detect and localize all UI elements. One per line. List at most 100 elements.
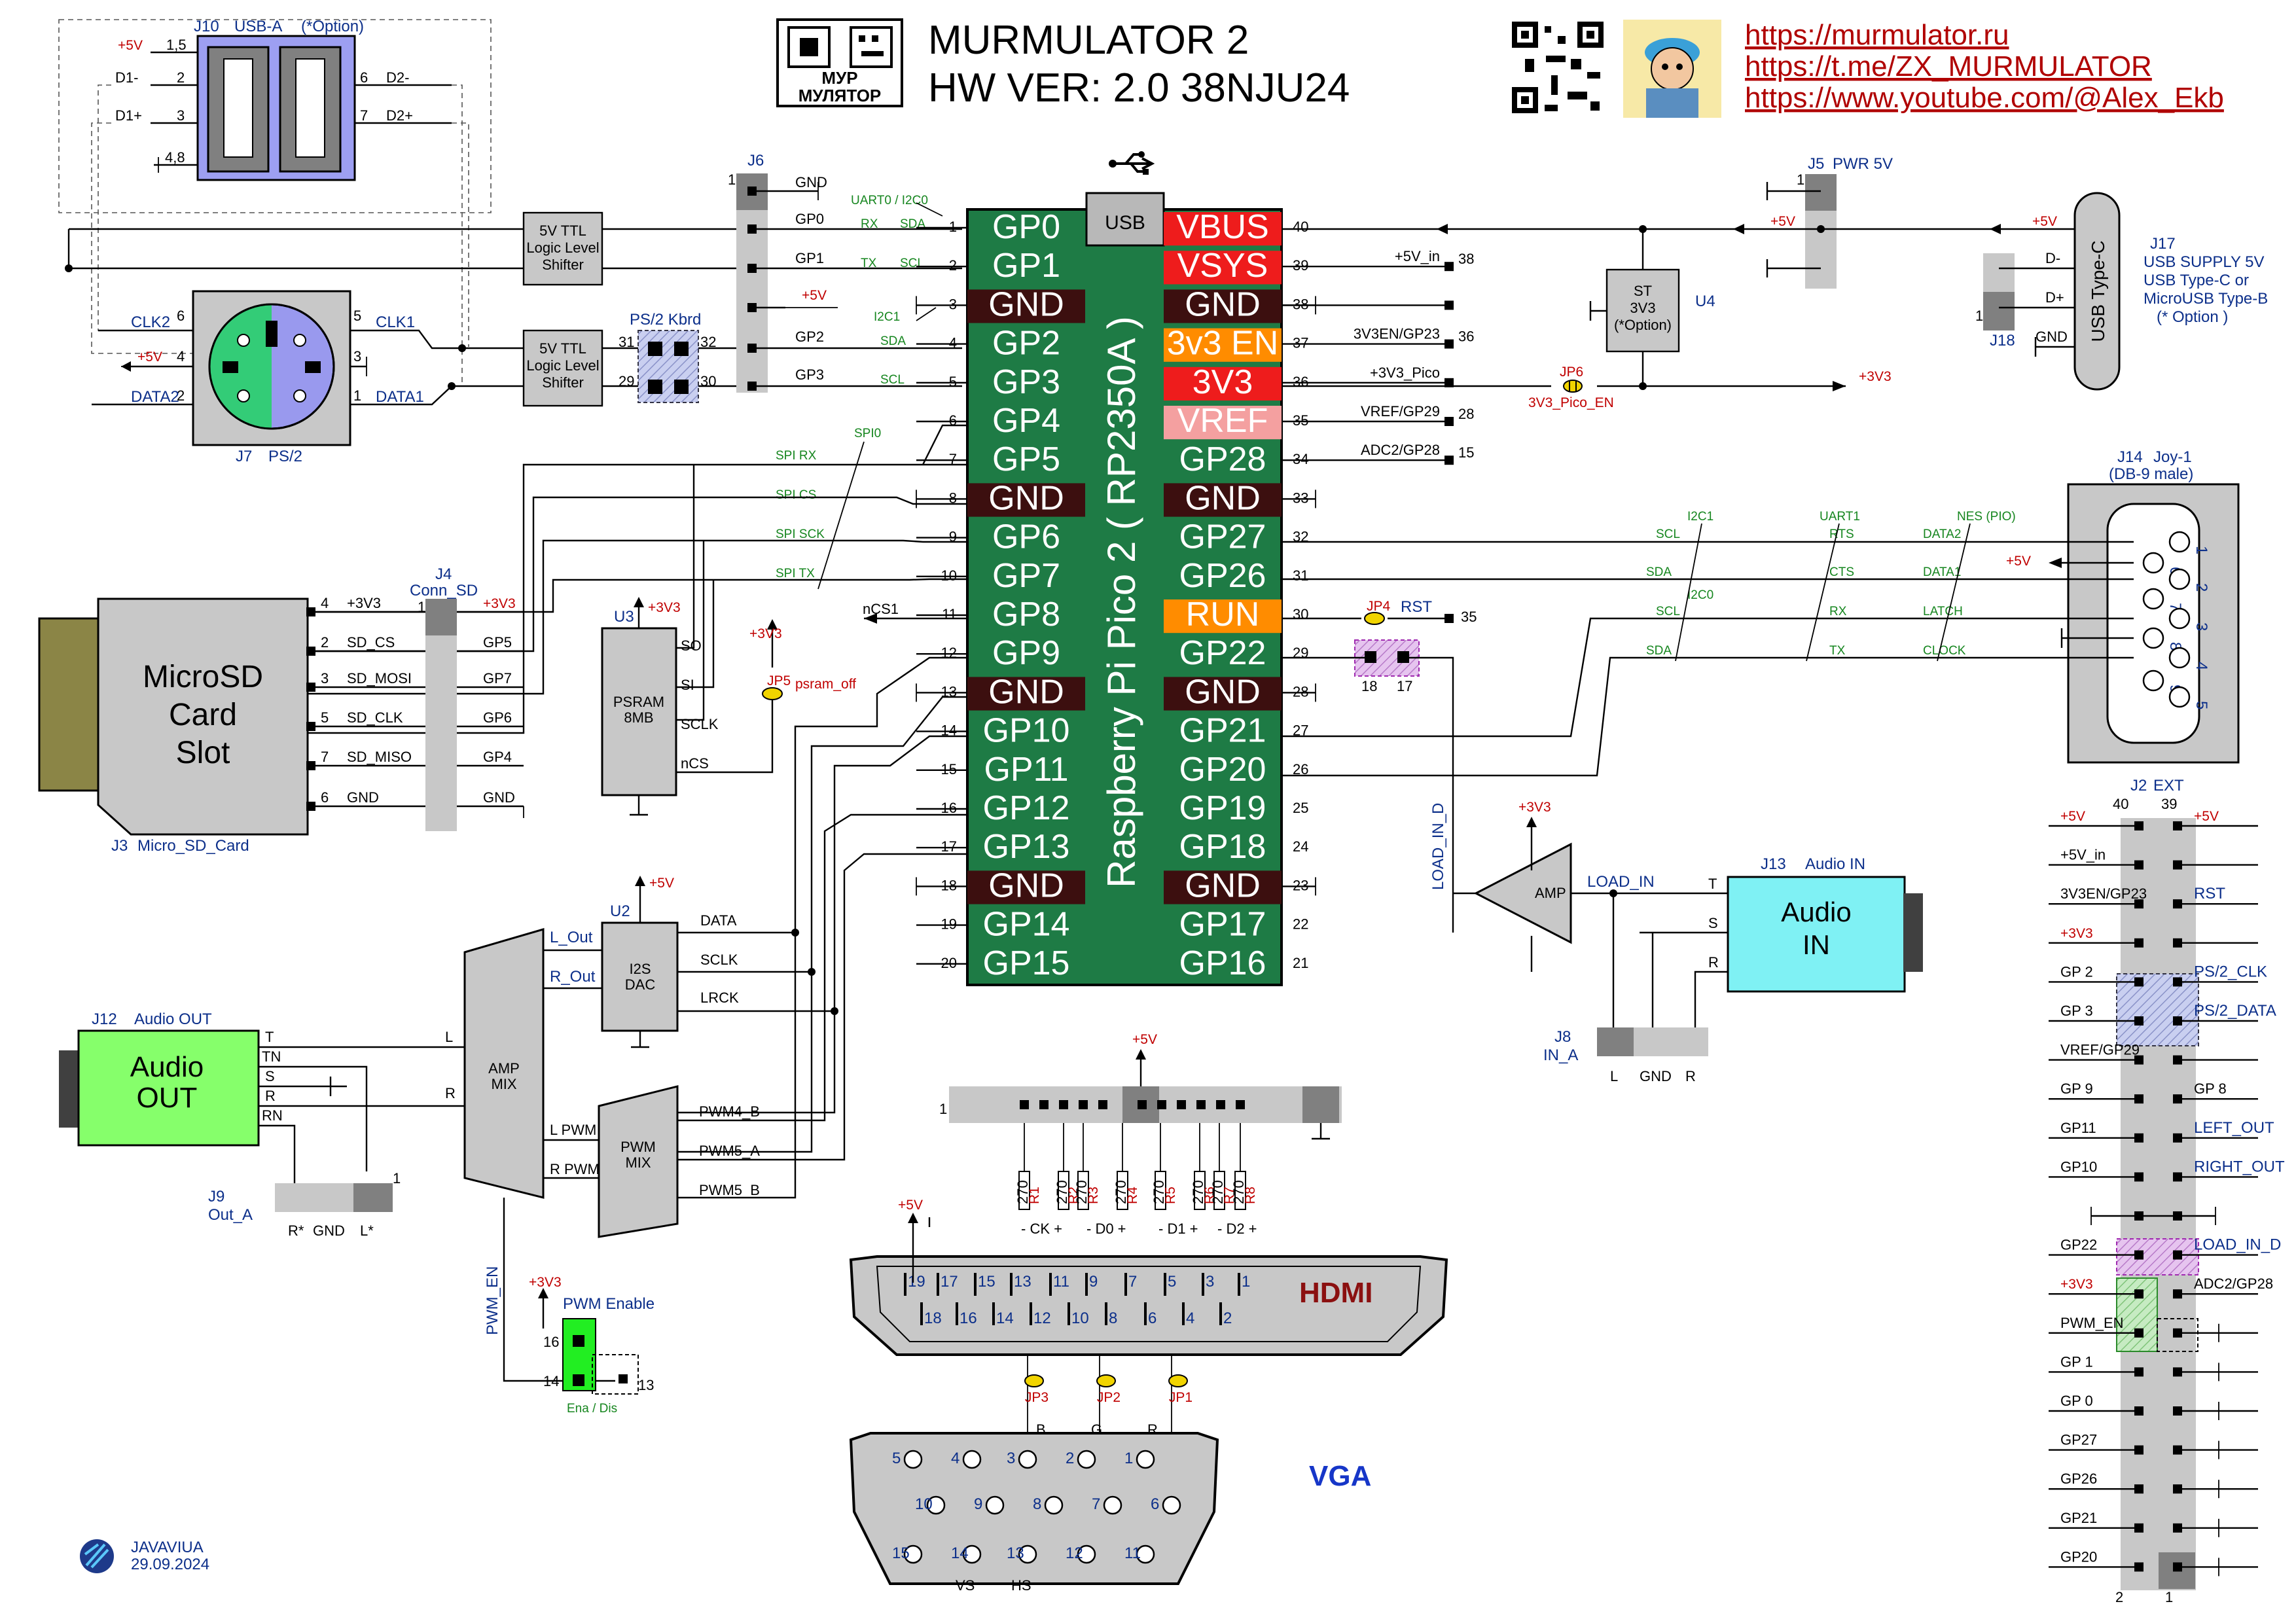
ao-tn: TN — [262, 1048, 281, 1065]
hdmi-jp[interactable] — [1096, 1374, 1116, 1387]
sd-pinnum: 6 — [321, 789, 329, 806]
hdmi-top-num: 17 — [941, 1273, 958, 1291]
hdmi-top-num: 7 — [1128, 1273, 1137, 1291]
j6-scl2: SCL — [880, 373, 905, 387]
joy-r3-a: SCL — [1656, 605, 1680, 618]
pico-right-label: GP26 — [1179, 557, 1266, 595]
j6-pin — [747, 187, 757, 196]
joy-r3-c: LATCH — [1923, 605, 1963, 618]
joy-r1-c: DATA2 — [1923, 527, 1961, 541]
pico-right-label: GND — [1185, 866, 1261, 904]
hdmi-jp[interactable] — [1168, 1374, 1188, 1387]
pin-end — [1444, 378, 1454, 387]
vga-pin-num: 9 — [974, 1495, 982, 1513]
vga-g: G — [1091, 1421, 1102, 1438]
author-logo-icon — [80, 1539, 114, 1573]
vga-vs: VS — [956, 1577, 975, 1594]
link-site[interactable]: https://murmulator.ru — [1745, 19, 2009, 51]
pwm5a: PWM5_A — [699, 1143, 760, 1159]
j2-ref: J2 — [2130, 777, 2147, 794]
j18-pin1: 1 — [1975, 308, 1983, 324]
j2-left-label: PWM_EN — [2060, 1315, 2124, 1331]
pwmmix-l1: PWM — [620, 1139, 656, 1155]
pico-left-label: GND — [988, 866, 1064, 904]
jp5-3v3: +3V3 — [749, 626, 782, 641]
hdmi-res-value: 270 — [1151, 1180, 1167, 1204]
pico-right-label: VBUS — [1176, 208, 1269, 246]
j2-left-label: GP 9 — [2060, 1080, 2093, 1097]
pico-left-gnd-bg — [967, 289, 1085, 323]
hdmi-header-pin — [1098, 1100, 1107, 1109]
ps2-pin5: 5 — [353, 308, 361, 324]
j2-right-label: LEFT_OUT — [2194, 1119, 2274, 1137]
vga-pin — [1018, 1544, 1037, 1564]
joy-grp-i2c1: I2C1 — [1687, 510, 1713, 524]
pico-left-gnd-bg — [967, 677, 1085, 711]
sd-pin — [306, 647, 315, 656]
jp4-pin18: 18 — [1361, 678, 1377, 694]
j6-net-5v: +5V — [802, 288, 827, 303]
hdmi-pair-label: - D1 + — [1158, 1221, 1198, 1237]
dac-rout: R_Out — [550, 968, 596, 986]
pwm5b: PWM5_B — [699, 1182, 760, 1198]
j6-net-gnd: GND — [795, 174, 827, 190]
pico-left-num: 17 — [941, 838, 957, 855]
psram-chip: PSRAM 8MB U3 SO SI SCLK nCS +3V3 +3V3 — [601, 597, 782, 816]
pwmmix-rpwm: R PWM — [550, 1161, 600, 1177]
sd-pin — [306, 607, 315, 616]
sd-ref: J3 — [111, 837, 128, 855]
joy-grp-nes: NES (PIO) — [1957, 510, 2016, 524]
vga-pin-num: 4 — [951, 1450, 960, 1467]
hdmi-5v-top: +5V — [1132, 1032, 1157, 1047]
hdmi-res-value: 270 — [1073, 1180, 1090, 1204]
pwm-en-label[interactable]: Ena / Dis — [567, 1402, 617, 1416]
pico-right-num: 26 — [1293, 761, 1308, 777]
j2-body — [2121, 818, 2196, 1590]
ps2-data1: DATA1 — [376, 388, 424, 406]
pico-board: USB Raspberry Pi Pico 2 ( RP2350A ) GP01… — [747, 151, 1477, 986]
vga-pin-num: 6 — [1151, 1495, 1159, 1513]
hdmi-header-pin — [1138, 1100, 1147, 1109]
pico-left-num: 20 — [941, 955, 957, 971]
j6-pin1: 1 — [728, 171, 736, 188]
joy-grp-uart1: UART1 — [1820, 510, 1860, 524]
vga-pin-num: 13 — [1007, 1544, 1024, 1562]
j6-pin — [747, 382, 757, 391]
link-youtube[interactable]: https://www.youtube.com/@Alex_Ekb — [1745, 82, 2224, 114]
link-telegram[interactable]: https://t.me/ZX_MURMULATOR — [1745, 50, 2152, 82]
sd-pin — [306, 683, 315, 692]
jp5-name: psram_off — [795, 677, 856, 692]
j6-i2c1: I2C1 — [874, 310, 900, 324]
j2-left-label: GP10 — [2060, 1158, 2097, 1175]
j2-left-label: GP 1 — [2060, 1353, 2093, 1370]
j2-left-label: GP11 — [2060, 1120, 2096, 1136]
hdmi-res-ref: R7 — [1222, 1186, 1237, 1204]
u4-l2: 3V3 — [1630, 300, 1655, 316]
j9-pin1: 1 — [393, 1170, 401, 1186]
hdmi-jp[interactable] — [1024, 1374, 1044, 1387]
hdmi-header-pin — [1157, 1100, 1166, 1109]
joy-pin — [2168, 686, 2191, 708]
sd-signal: SD_CLK — [347, 709, 403, 726]
vga-pin — [1077, 1544, 1096, 1564]
j2-right-label: PS/2_CLK — [2194, 963, 2267, 980]
pico-right-label: GP17 — [1179, 906, 1266, 944]
pico-left-label: GP6 — [992, 518, 1060, 556]
logo-line1: МУР — [821, 68, 857, 88]
hdmi-bot-num: 4 — [1186, 1310, 1194, 1327]
jp6-jumper[interactable]: JP6 3V3_Pico_EN — [1528, 365, 1614, 410]
pico-right-end: 36 — [1458, 329, 1474, 345]
jp5-jumper[interactable]: JP5 psram_off — [762, 673, 856, 700]
pico-left-num: 9 — [949, 529, 957, 545]
header: МУР МУЛЯТОР MURMULATOR 2 HW VER: 2.0 38N… — [776, 18, 2224, 118]
hdmi-header-pin — [1079, 1100, 1088, 1109]
hdmi-bot-num: 2 — [1223, 1310, 1232, 1327]
ps2-pin1: 1 — [353, 387, 361, 404]
u4-l3: (*Option) — [1614, 317, 1672, 333]
sd-pin — [306, 802, 315, 811]
jp6-3v3: +3V3 — [1859, 369, 1892, 384]
hdmi-top-num: 11 — [1053, 1273, 1069, 1291]
usba-pin4: 4,8 — [165, 149, 185, 166]
pico-left-label: GP1 — [992, 247, 1060, 285]
